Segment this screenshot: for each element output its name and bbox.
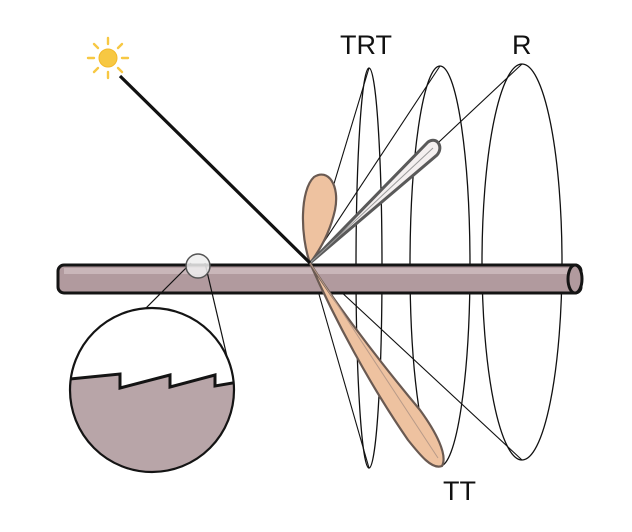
cuticle-scales [70,374,234,472]
label-r: R [512,30,532,60]
fiber-highlight [64,268,574,274]
fiber-end-cap [566,263,584,295]
label-trt: TRT [340,30,392,60]
sun-icon [86,36,130,80]
r-lobe-axis [309,147,434,264]
cuticle-detail [68,306,236,474]
trt-lobe [301,173,338,266]
magnifier-spot [185,253,211,279]
tt-lobe-axis [309,262,439,459]
cone-ellipse-r [481,63,563,461]
label-tt: TT [443,476,476,506]
incident-ray [118,74,312,265]
